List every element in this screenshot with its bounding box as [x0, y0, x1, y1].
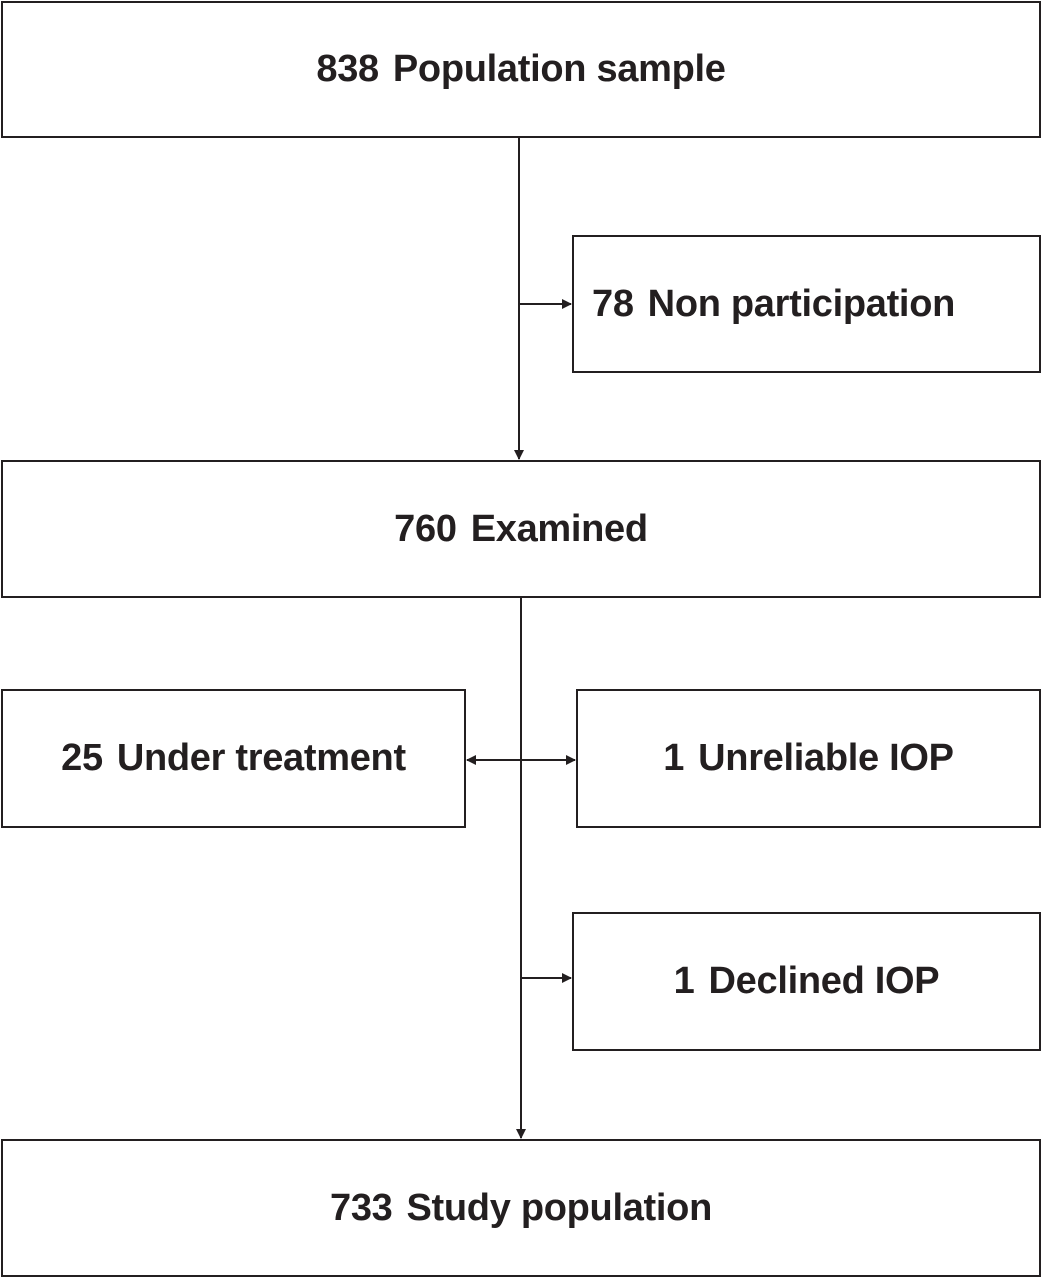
unreliable-iop-count: 1: [663, 737, 685, 779]
declined-iop-count: 1: [673, 960, 695, 1002]
non-participation-count: 78: [592, 282, 634, 325]
study-population-count: 733: [329, 1186, 393, 1229]
non-participation-box: 78 Non participation: [572, 235, 1041, 373]
population-sample-count: 838: [316, 48, 379, 90]
under-treatment-count: 25: [61, 737, 103, 779]
declined-iop-box: 1 Declined IOP: [572, 912, 1041, 1051]
population-sample-label: Population sample: [392, 48, 726, 90]
declined-iop-label: Declined IOP: [708, 960, 940, 1002]
unreliable-iop-box: 1 Unreliable IOP: [576, 689, 1041, 828]
study-population-box: 733 Study population: [1, 1139, 1041, 1277]
population-sample-box: 838 Population sample: [1, 1, 1041, 138]
examined-count: 760: [394, 507, 457, 550]
examined-box: 760 Examined: [1, 460, 1041, 598]
study-population-label: Study population: [406, 1186, 713, 1229]
non-participation-label: Non participation: [647, 282, 956, 325]
examined-label: Examined: [470, 507, 648, 550]
under-treatment-label: Under treatment: [116, 737, 406, 779]
under-treatment-box: 25 Under treatment: [1, 689, 466, 828]
unreliable-iop-label: Unreliable IOP: [698, 737, 954, 779]
